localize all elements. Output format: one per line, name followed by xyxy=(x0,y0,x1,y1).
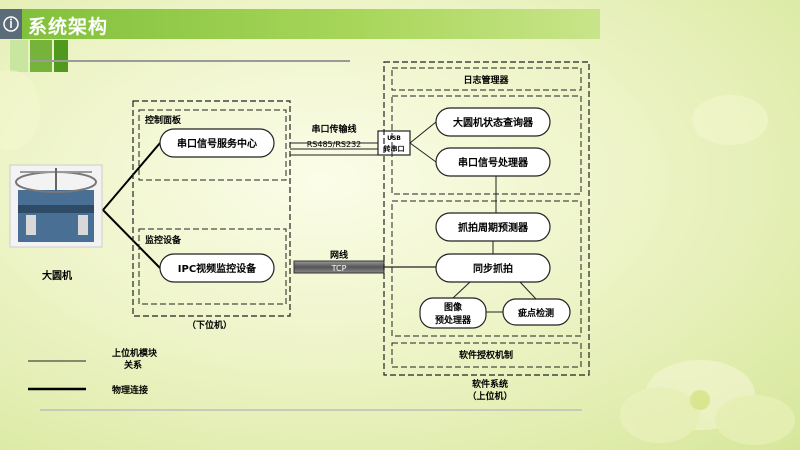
deco-block xyxy=(30,40,52,72)
upper-group-label-1: 软件系统 xyxy=(472,378,508,390)
defect-detect-label: 疵点检测 xyxy=(518,307,554,319)
image-preprocessor-label-2: 预处理器 xyxy=(435,314,472,326)
deco-block xyxy=(54,40,68,72)
license-label: 软件授权机制 xyxy=(459,349,513,361)
monitor-group xyxy=(138,228,287,305)
legend-module-relation-2: 关系 xyxy=(124,359,142,371)
serial-processor-label: 串口信号处理器 xyxy=(458,156,529,169)
lower-machine-group xyxy=(132,100,291,317)
info-icon xyxy=(0,9,22,39)
capture-predictor-label: 抓拍周期预测器 xyxy=(458,221,529,234)
usb-converter xyxy=(377,130,411,156)
flower-decoration xyxy=(0,70,795,445)
control-panel-label: 控制面板 xyxy=(145,114,182,126)
machine-label: 大圆机 xyxy=(42,269,72,282)
page-title: 系统架构 xyxy=(28,16,109,38)
control-panel-group xyxy=(138,109,287,181)
serial-module-group xyxy=(391,95,582,195)
ipc-camera-node[interactable] xyxy=(159,253,275,283)
usb-label: USB xyxy=(387,135,401,142)
monitor-label: 监控设备 xyxy=(145,234,182,246)
usb-to-query-link xyxy=(409,121,437,144)
log-manager-box xyxy=(391,67,582,91)
legend-module-relation-1: 上位机模块 xyxy=(112,347,158,359)
sync-capture-label: 同步抓拍 xyxy=(473,262,513,275)
serial-cable-protocol: RS485/RS232 xyxy=(307,140,362,149)
title-bar xyxy=(0,9,600,39)
log-manager-label: 日志管理器 xyxy=(463,74,509,86)
serial-service-node[interactable] xyxy=(159,128,275,158)
title-underline xyxy=(30,60,350,62)
image-preprocessor-label-1: 图像 xyxy=(444,301,463,313)
license-box xyxy=(391,342,582,368)
module-relations xyxy=(452,176,537,313)
status-query-label: 大圆机状态查询器 xyxy=(453,116,534,129)
serial-cable xyxy=(290,142,378,156)
circular-knitting-machine-image xyxy=(9,164,103,248)
usb-to-processor-link xyxy=(409,142,437,163)
upper-software-group xyxy=(383,61,590,376)
upper-group-label-2: （上位机） xyxy=(467,390,512,402)
usb-converter-label: 转串口 xyxy=(384,144,405,153)
capture-module-group xyxy=(391,200,582,337)
legend-physical: 物理连接 xyxy=(112,384,148,396)
ipc-camera-label: IPC视频监控设备 xyxy=(178,262,257,275)
serial-cable-title: 串口传输线 xyxy=(311,123,356,135)
serial-service-label: 串口信号服务中心 xyxy=(177,137,257,150)
lower-group-label: （下位机） xyxy=(187,319,232,331)
deco-block xyxy=(10,40,28,72)
network-cable-title: 网线 xyxy=(330,249,348,261)
physical-links xyxy=(102,142,161,269)
network-cable-protocol: TCP xyxy=(331,264,347,273)
